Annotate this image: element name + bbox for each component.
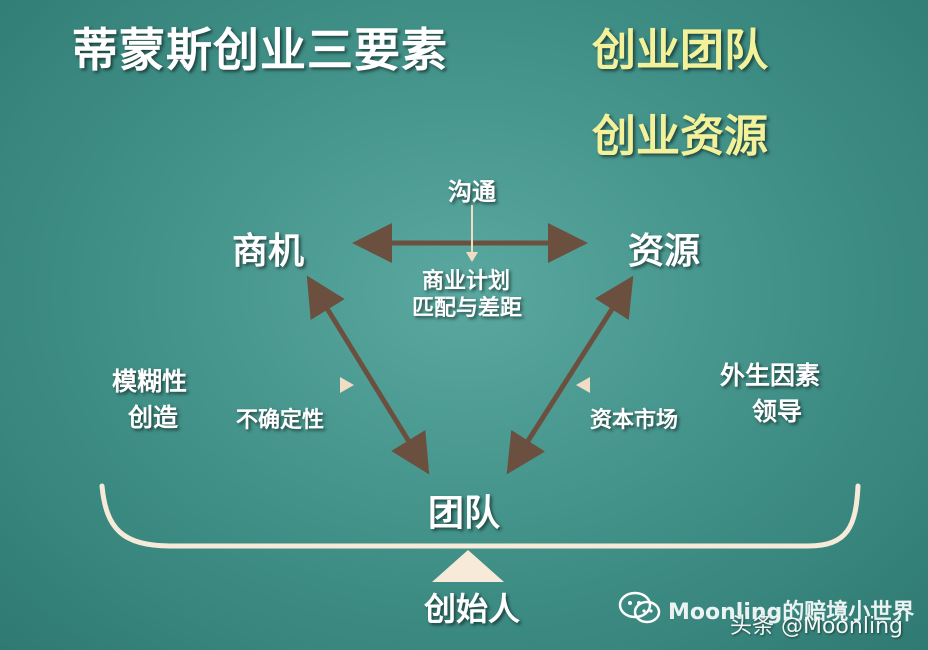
label-uncertainty: 不确定性 bbox=[236, 408, 325, 433]
node-opportunity: 商机 bbox=[232, 231, 305, 272]
watermark-toutiao: 头条 @Moonling bbox=[730, 614, 903, 639]
balance-scale-curve bbox=[99, 483, 861, 549]
label-creation: 创造 bbox=[128, 403, 179, 432]
fulcrum-triangle bbox=[432, 550, 504, 582]
focus-item-team: 创业团队 bbox=[592, 25, 768, 76]
page-title: 蒂蒙斯创业三要素 bbox=[72, 23, 448, 77]
arrow-resources-team bbox=[506, 275, 634, 475]
label-capital-market: 资本市场 bbox=[590, 408, 679, 433]
label-communication: 沟通 bbox=[448, 178, 496, 206]
arrow-uncertainty-head bbox=[340, 377, 354, 393]
label-match-gap: 匹配与差距 bbox=[412, 296, 523, 321]
label-external-factors: 外生因素 bbox=[720, 361, 821, 390]
label-leadership: 领导 bbox=[752, 397, 803, 426]
focus-item-resources: 创业资源 bbox=[592, 111, 768, 162]
label-business-plan: 商业计划 bbox=[422, 269, 511, 294]
arrow-capital-market-head bbox=[576, 377, 590, 393]
node-resources: 资源 bbox=[628, 231, 701, 272]
arrow-opportunity-team bbox=[306, 275, 430, 475]
arrow-communication-head bbox=[466, 252, 478, 262]
node-team: 团队 bbox=[428, 493, 501, 534]
watermark-account: Moonling的赔境小世界 bbox=[668, 600, 915, 625]
wechat-icon bbox=[618, 591, 661, 624]
node-founder: 创始人 bbox=[424, 590, 521, 628]
label-ambiguity: 模糊性 bbox=[112, 367, 188, 396]
